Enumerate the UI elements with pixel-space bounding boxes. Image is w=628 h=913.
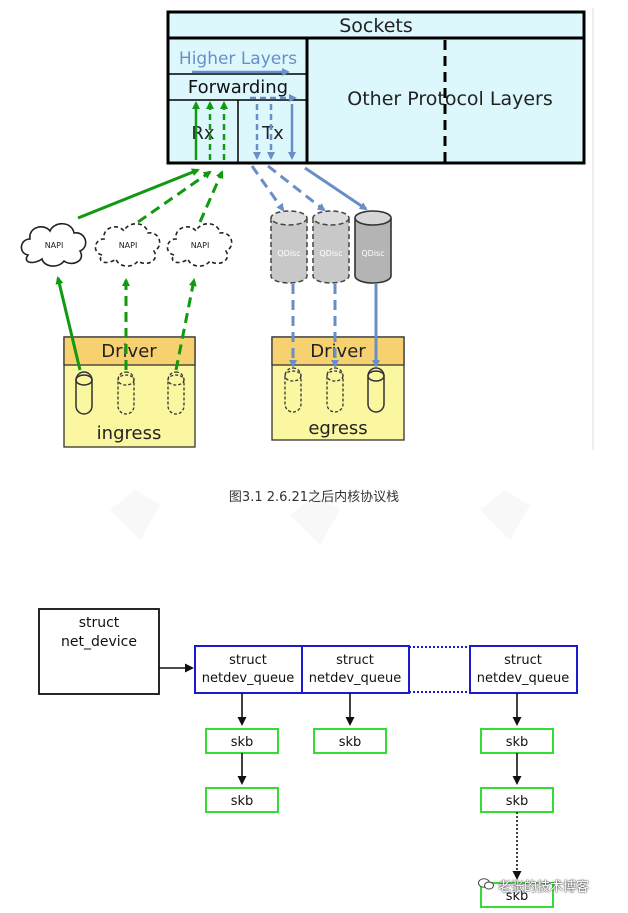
driver-right-label: Driver bbox=[310, 341, 366, 362]
queue3-line2: netdev_queue bbox=[477, 671, 570, 686]
driver-ingress-box: Driver ingress bbox=[63, 336, 196, 448]
skb-label: skb bbox=[231, 735, 254, 750]
queue1-line2: netdev_queue bbox=[202, 671, 295, 686]
netdev-queue-3: struct netdev_queue bbox=[469, 645, 578, 694]
skb-q3-2: skb bbox=[480, 787, 554, 813]
qdisc-label-2: QDisc bbox=[319, 249, 342, 258]
skb-label: skb bbox=[506, 794, 529, 809]
forwarding-label: Forwarding bbox=[188, 77, 288, 98]
higher-layers-label: Higher Layers bbox=[179, 49, 297, 69]
egress-label: egress bbox=[308, 418, 367, 439]
tx-ring-2 bbox=[326, 367, 344, 413]
net-device-line2: net_device bbox=[61, 634, 137, 650]
napi-label-2: NAPI bbox=[119, 241, 138, 250]
queue3-line1: struct bbox=[504, 653, 542, 668]
rx-ring-3 bbox=[167, 371, 185, 415]
skb-q1-2: skb bbox=[205, 787, 279, 813]
napi-cloud-3: NAPI bbox=[166, 222, 233, 267]
wechat-icon bbox=[478, 878, 494, 890]
napi-cloud-2: NAPI bbox=[94, 222, 161, 267]
netdev-queue-2: struct netdev_queue bbox=[301, 645, 410, 694]
driver-egress-box: Driver egress bbox=[271, 336, 405, 441]
sockets-label: Sockets bbox=[339, 15, 413, 37]
protocol-stack: Sockets Other Protocol Layers Higher Lay… bbox=[166, 10, 586, 165]
background-watermark bbox=[110, 490, 530, 545]
skb-q2-1: skb bbox=[313, 728, 387, 754]
figure-caption: 图3.1 2.6.21之后内核协议栈 bbox=[228, 490, 400, 505]
napi-label-1: NAPI bbox=[45, 241, 64, 250]
skb-label: skb bbox=[231, 794, 254, 809]
tx-ring-1 bbox=[284, 367, 302, 413]
napi-label-3: NAPI bbox=[191, 241, 210, 250]
napi-cloud-1: NAPI bbox=[20, 222, 87, 267]
skb-q3-1: skb bbox=[480, 728, 554, 754]
qdisc-label-1: QDisc bbox=[277, 249, 300, 258]
other-protocol-layers-label: Other Protocol Layers bbox=[347, 88, 552, 110]
driver-left-label: Driver bbox=[101, 341, 157, 362]
ingress-label: ingress bbox=[97, 423, 162, 444]
rx-ring-2 bbox=[117, 371, 135, 415]
queue1-line1: struct bbox=[229, 653, 267, 668]
skb-q1-1: skb bbox=[205, 728, 279, 754]
qdisc-1: QDisc bbox=[270, 210, 308, 284]
blog-watermark: 老张的技术博客 bbox=[498, 880, 590, 895]
skb-label: skb bbox=[506, 889, 529, 904]
skb-label: skb bbox=[506, 735, 529, 750]
qdisc-3: QDisc bbox=[354, 210, 392, 284]
tx-ring-3 bbox=[367, 367, 385, 413]
tx-label: Tx bbox=[261, 123, 284, 144]
rx-ring-1 bbox=[75, 371, 93, 415]
queue2-line1: struct bbox=[336, 653, 374, 668]
netdev-queue-1: struct netdev_queue bbox=[194, 645, 303, 694]
net-device-box: struct net_device bbox=[38, 608, 160, 695]
qdisc-2: QDisc bbox=[312, 210, 350, 284]
net-device-line1: struct bbox=[79, 615, 120, 631]
qdisc-label-3: QDisc bbox=[361, 249, 384, 258]
skb-label: skb bbox=[339, 735, 362, 750]
queue2-line2: netdev_queue bbox=[309, 671, 402, 686]
